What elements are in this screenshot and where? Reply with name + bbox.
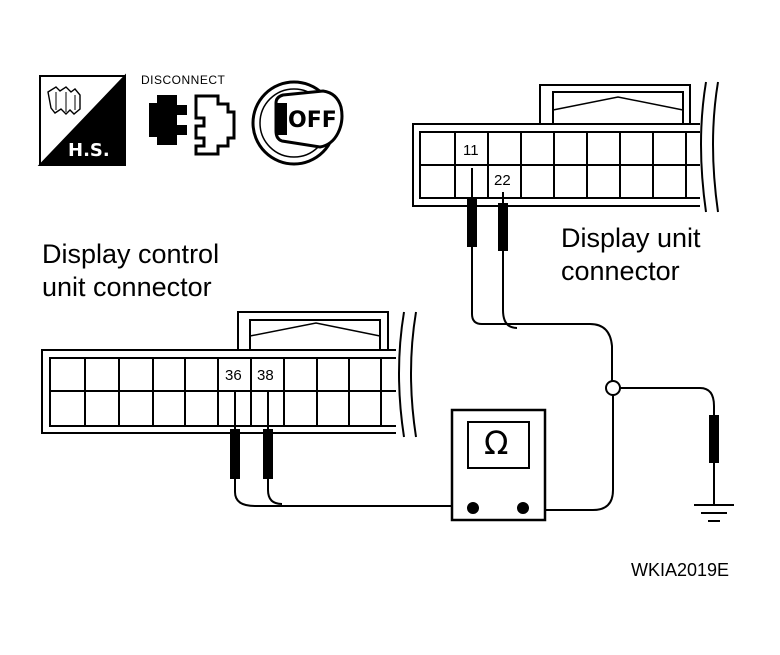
off-icon-label: OFF — [288, 108, 337, 133]
pin-label-38: 38 — [256, 367, 275, 384]
ignition-switch-off-icon — [251, 80, 344, 166]
display-control-unit-connector-label-line1: Display control — [42, 239, 220, 269]
probe-pin-11 — [467, 168, 613, 384]
meter-wire-right — [523, 395, 614, 511]
probe-pin-38 — [263, 390, 283, 505]
probe-pin-36 — [230, 390, 473, 507]
display-unit-connector — [412, 75, 730, 220]
ground-symbol-icon — [694, 504, 734, 522]
ground-wire — [620, 387, 715, 416]
reference-code: WKIA2019E — [631, 560, 730, 580]
display-unit-connector-label-line1: Display unit — [561, 223, 701, 253]
ohm-symbol: Ω — [484, 424, 509, 462]
pin-label-36: 36 — [224, 367, 243, 384]
ground-probe — [709, 415, 719, 463]
pin-label-11: 11 — [462, 142, 480, 159]
display-control-unit-connector — [41, 305, 426, 445]
pin-label-22: 22 — [493, 172, 512, 189]
display-unit-connector-label-line2: connector — [561, 256, 680, 286]
connector-disconnect-icon — [149, 94, 236, 156]
wire-junction — [605, 380, 621, 396]
probe-pin-22 — [498, 192, 518, 329]
disconnect-icon-label: DISCONNECT — [141, 73, 226, 87]
hs-icon-label: H.S. — [68, 140, 110, 161]
ignition-key-icon — [37, 73, 126, 166]
display-control-unit-connector-label-line2: unit connector — [42, 272, 212, 302]
ohmmeter-icon — [450, 408, 547, 522]
